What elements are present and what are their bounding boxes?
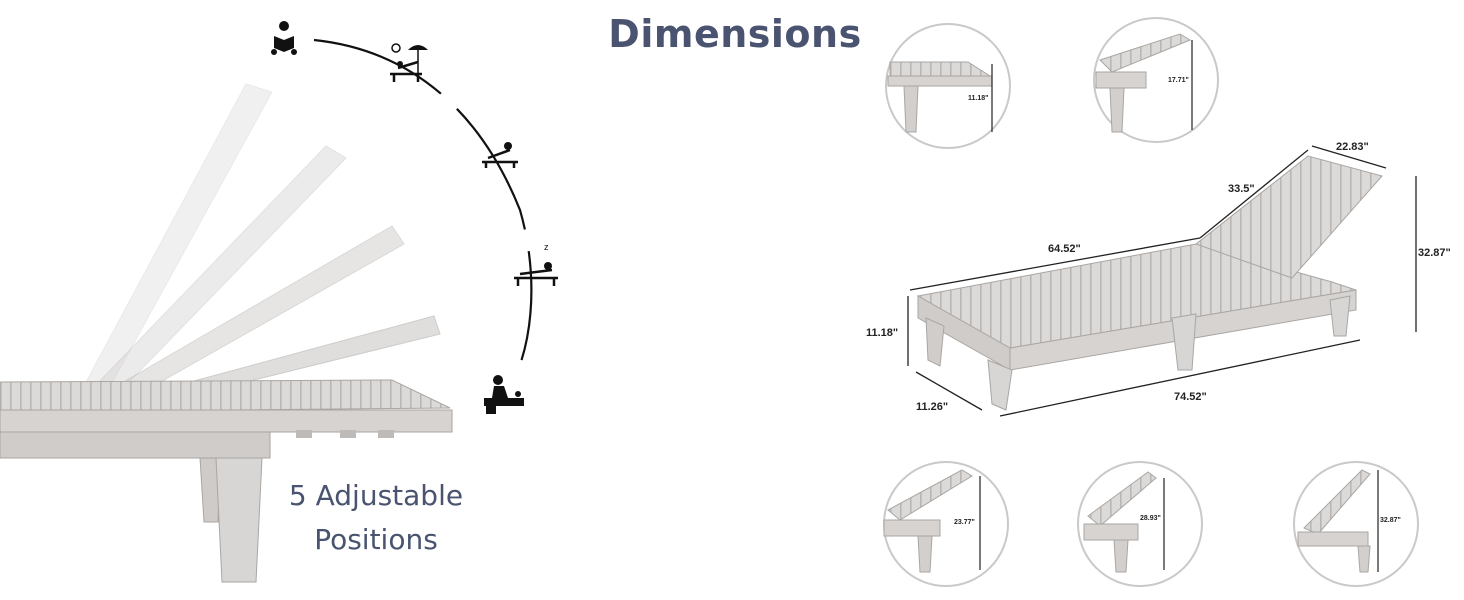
reading-icon: [271, 21, 297, 55]
dimension-lines: [907, 145, 1417, 417]
detail-view-level5: 32.87": [1293, 461, 1419, 587]
detail-flat-height: 11.18": [968, 95, 988, 102]
positions-caption-line2: Positions: [314, 523, 438, 556]
detail-level3-height: 23.77": [954, 519, 975, 526]
detail-view-flat: 11.18": [885, 23, 1011, 149]
detail-level4-height: 28.93": [1140, 515, 1161, 522]
dim-seat-height: 11.18": [866, 327, 898, 339]
detail-view-level3: 23.77": [883, 461, 1009, 587]
reclining-icon: [482, 142, 518, 168]
svg-text:z: z: [544, 242, 549, 252]
chair-seat-closeup: [0, 379, 453, 583]
chair-leg: [199, 457, 263, 583]
dim-seat-length: 64.52": [1048, 243, 1081, 255]
positions-caption: 5 Adjustable Positions: [262, 474, 490, 562]
sunbathing-icon: [390, 43, 428, 82]
detail-level2-height: 17.71": [1168, 77, 1189, 84]
dim-back-length: 33.5": [1228, 183, 1255, 195]
page-title: Dimensions: [608, 12, 862, 56]
positions-caption-line1: 5 Adjustable: [288, 479, 464, 512]
lounger-main-diagram: [916, 155, 1383, 411]
detail-view-level4: 28.93": [1077, 461, 1203, 587]
massage-icon: [484, 375, 524, 414]
detail-view-level2: 17.71": [1093, 17, 1219, 143]
detail-level5-height: 32.87": [1380, 517, 1401, 524]
sleeping-icon: z: [514, 242, 558, 286]
dim-back-height: 32.87": [1418, 247, 1451, 259]
position-arc: [313, 38, 533, 371]
adjustable-backrest-fan: [68, 83, 441, 417]
dim-total-length: 74.52": [1174, 391, 1207, 403]
dim-leg-width: 11.26": [916, 401, 948, 413]
dim-back-width: 22.83": [1336, 141, 1369, 153]
